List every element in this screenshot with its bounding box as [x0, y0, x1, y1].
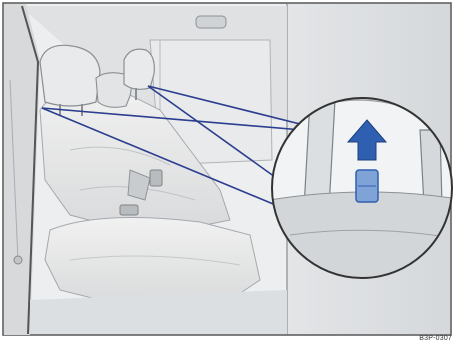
figure-code-label: B3P-0307 [419, 335, 452, 342]
right-headrest [124, 49, 154, 89]
rear-seat-cushion [45, 218, 260, 306]
rear-window-handle [196, 16, 226, 28]
left-headrest [40, 45, 100, 106]
